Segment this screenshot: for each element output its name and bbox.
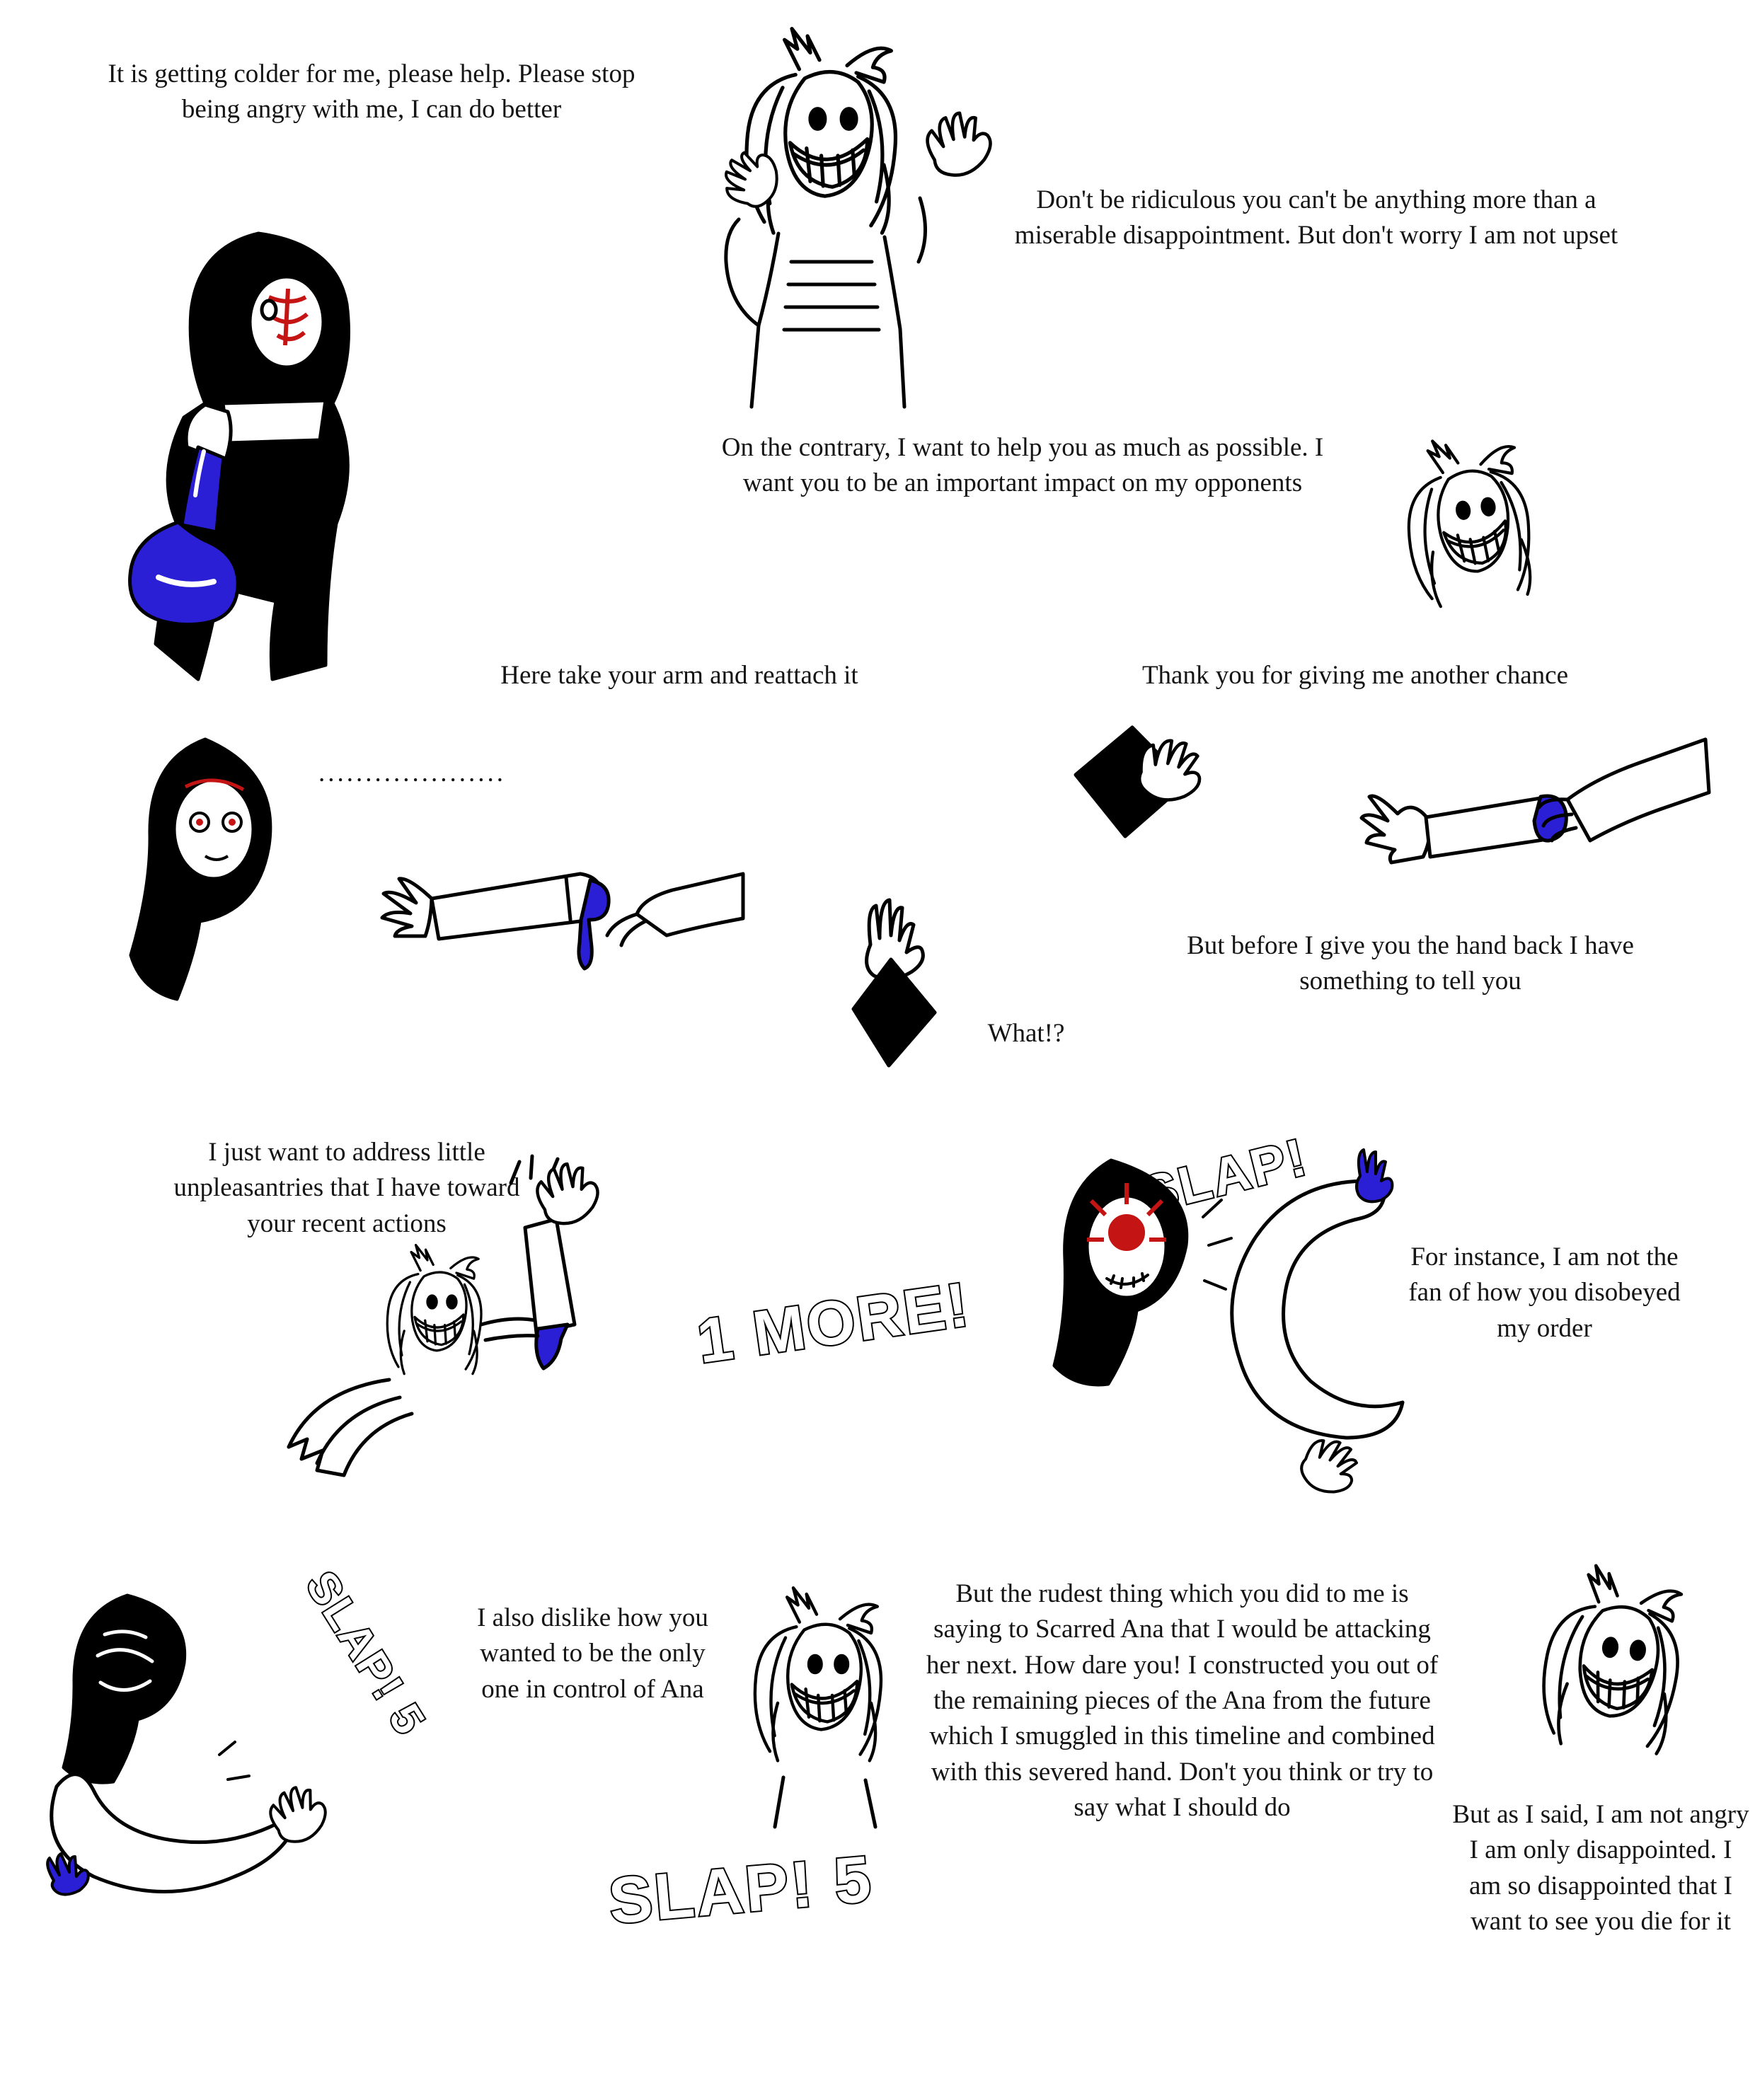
sfx-slap-bottom-text: SLAP! 5 bbox=[606, 1842, 875, 1937]
speech-getting-colder: It is getting colder for me, please help… bbox=[108, 59, 635, 125]
severed-hand-up-illustration bbox=[851, 898, 937, 1068]
speech-take-your-arm: Here take your arm and reattach it bbox=[500, 661, 858, 690]
winged-demon-slap-illustration bbox=[287, 1154, 686, 1477]
speech-also-dislike: I also dislike how you wanted to be the … bbox=[477, 1603, 708, 1704]
hands-reattaching-illustration bbox=[1359, 737, 1711, 865]
speech-for-instance: For instance, I am not the fan of how yo… bbox=[1408, 1242, 1681, 1343]
slap-scene-right-illustration bbox=[1052, 1148, 1405, 1506]
speech-what: What!? bbox=[987, 1019, 1065, 1048]
sfx-slap-bottom: SLAP! 5 bbox=[604, 1841, 877, 1939]
speech-dont-be-ridiculous: Don't be ridiculous you can't be anythin… bbox=[1014, 185, 1618, 250]
wounded-figure-illustration bbox=[128, 231, 350, 681]
speech-address-unpleasantries: I just want to address little unpleasant… bbox=[173, 1138, 520, 1238]
severed-arm-illustration bbox=[380, 872, 745, 971]
sfx-one-more: 1 MORE! bbox=[691, 1267, 976, 1378]
demon-head-bottom-right-illustration bbox=[1511, 1557, 1716, 1811]
black-stump-hand-illustration bbox=[1074, 725, 1228, 838]
speech-silence-dots: .................... bbox=[318, 758, 506, 788]
speech-before-i-give: But before I give you the hand back I ha… bbox=[1187, 931, 1634, 996]
slap-scene-left-illustration bbox=[46, 1593, 334, 1896]
sfx-one-more-text: 1 MORE! bbox=[693, 1269, 974, 1376]
speech-not-angry: But as I said, I am not angry I am only … bbox=[1452, 1800, 1749, 1936]
hooded-figure-illustration bbox=[129, 737, 272, 1001]
speech-thank-you: Thank you for giving me another chance bbox=[1141, 661, 1569, 690]
speech-rudest-thing: But the rudest thing which you did to me… bbox=[926, 1579, 1439, 1822]
demon-head-right-illustration bbox=[1376, 425, 1575, 623]
demon-figure-top-illustration bbox=[713, 21, 977, 409]
sfx-slap-left: SLAP! 5 bbox=[295, 1562, 437, 1746]
speech-on-the-contrary: On the contrary, I want to help you as m… bbox=[721, 433, 1324, 498]
demon-head-bottom-center-illustration bbox=[718, 1571, 931, 1829]
